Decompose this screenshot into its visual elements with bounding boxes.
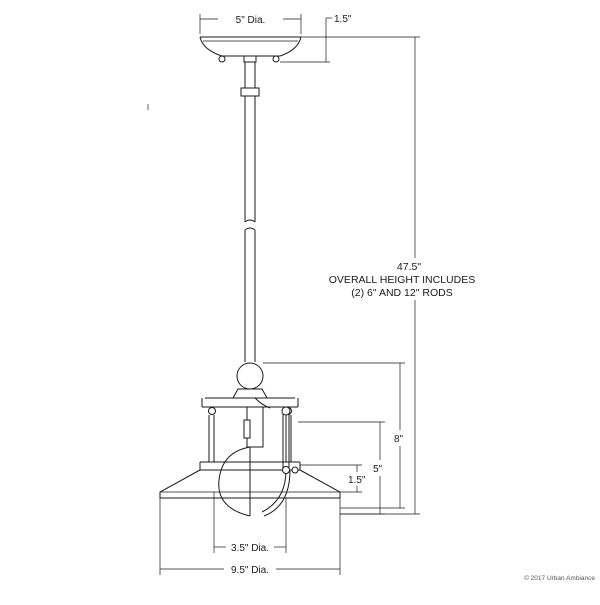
- dimension-overall-height: 47.5" OVERALL HEIGHT INCLUDES (2) 6" AND…: [329, 36, 475, 515]
- dimension-canopy-height: 1.5": [280, 14, 352, 63]
- rod: [240, 62, 260, 362]
- bulb-height-label: 1.5": [348, 475, 366, 486]
- canopy: [199, 36, 302, 63]
- copyright-text: © 2017 Urban Ambiance: [524, 574, 595, 582]
- dimension-canopy-diameter: 5" Dia.: [199, 14, 302, 34]
- dimension-cage-height: 5": [298, 421, 385, 515]
- fixture-height-label: 8": [394, 434, 404, 445]
- dimension-bulb-height: 1.5": [300, 464, 366, 493]
- dimension-socket-diameter: 3.5" Dia.: [213, 492, 287, 554]
- ball-finial: [236, 362, 264, 390]
- overall-note-line1: OVERALL HEIGHT INCLUDES: [329, 274, 475, 286]
- cage-height-label: 5": [373, 464, 383, 475]
- overall-height-label: 47.5": [397, 261, 421, 273]
- canopy-height-label: 1.5": [334, 14, 352, 25]
- fixture-body: [159, 388, 341, 517]
- dimension-fixture-height: 8": [263, 362, 405, 509]
- dimension-shade-diameter: 9.5" Dia.: [159, 498, 341, 576]
- shade-diameter-label: 9.5" Dia.: [231, 565, 269, 576]
- canopy-diameter-label: 5" Dia.: [236, 15, 266, 26]
- socket-diameter-label: 3.5" Dia.: [231, 543, 269, 554]
- overall-note-line2: (2) 6" AND 12" RODS: [351, 287, 452, 299]
